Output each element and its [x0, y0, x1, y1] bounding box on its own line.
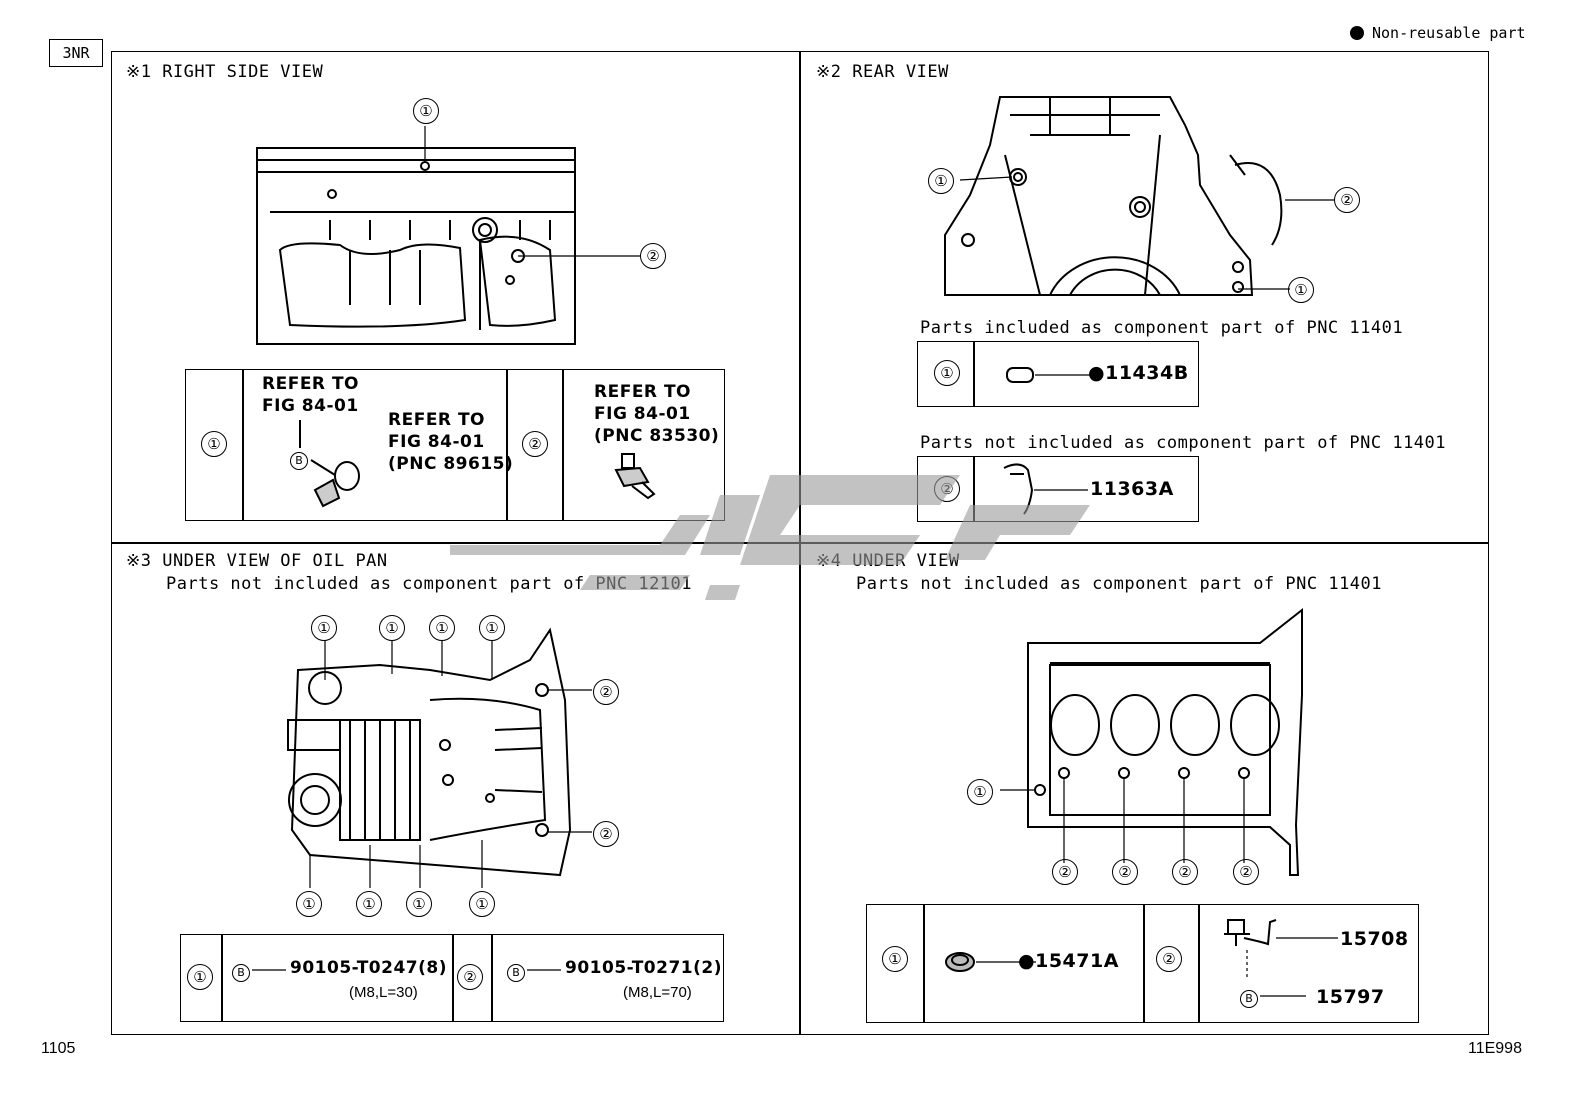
- panel3-bolts-table: [180, 934, 724, 1022]
- callout-2: ②: [1334, 187, 1360, 213]
- bolt-b-icon: B: [507, 964, 525, 982]
- table-num-2: ②: [1156, 946, 1182, 972]
- table-num-1: ①: [187, 964, 213, 990]
- watermark-logo: [450, 475, 1090, 600]
- oil-pan-drawing: [287, 627, 592, 888]
- callout-1: ①: [928, 168, 954, 194]
- panel2-note-included: Parts included as component part of PNC …: [920, 318, 1404, 338]
- block-under-view-drawing: [1000, 607, 1303, 876]
- table-num-1: ①: [882, 946, 908, 972]
- bolt-spec: (M8,L=30): [349, 984, 418, 1001]
- panel1-title: ※1 RIGHT SIDE VIEW: [126, 62, 324, 82]
- panel3-title: ※3 UNDER VIEW OF OIL PAN: [126, 551, 388, 571]
- panel3-note: Parts not included as component part of …: [166, 574, 693, 594]
- panel2-note-not-included: Parts not included as component part of …: [920, 433, 1447, 453]
- rear-view-drawing: [944, 96, 1335, 296]
- part-number-90105-T0271: 90105-T0271(2): [565, 958, 722, 978]
- sensor-part-drawing: [299, 420, 360, 508]
- part-number-15708: 15708: [1340, 928, 1409, 950]
- callout-1: ①: [356, 891, 382, 917]
- legend-label: Non-reusable part: [1372, 24, 1526, 42]
- oil-jet-part-drawing: [1224, 919, 1338, 980]
- refer-to-label: REFER TO: [388, 410, 485, 430]
- callout-1: ①: [469, 891, 495, 917]
- callout-2: ②: [640, 243, 666, 269]
- panel1-parts-table: [185, 369, 725, 521]
- callout-1: ①: [413, 98, 439, 124]
- non-reusable-dot-icon: ●: [1018, 950, 1036, 972]
- leader-line: [527, 969, 561, 971]
- refer-fig-label: FIG 84-01: [594, 404, 691, 424]
- callout-1: ①: [967, 779, 993, 805]
- refer-to-label: REFER TO: [262, 374, 359, 394]
- panel2-row1-table: [917, 341, 1199, 407]
- part-number-15797: 15797: [1316, 986, 1385, 1008]
- part-number-11363A: 11363A: [1090, 478, 1174, 500]
- table-num-1: ①: [201, 431, 227, 457]
- legend: Non-reusable part: [1350, 24, 1526, 42]
- callout-1: ①: [1288, 277, 1314, 303]
- page-number: 1105: [41, 1040, 76, 1057]
- pressure-switch-drawing: [614, 453, 656, 500]
- table-num-2: ②: [457, 964, 483, 990]
- non-reusable-dot-icon: [1350, 26, 1364, 40]
- leader-line: [252, 969, 286, 971]
- callout-2: ②: [1233, 859, 1259, 885]
- callout-1: ①: [406, 891, 432, 917]
- bolt-b-icon: B: [232, 964, 250, 982]
- bolt-b-icon: B: [1240, 990, 1258, 1008]
- right-side-view-drawing: [256, 126, 640, 345]
- part-number-90105-T0247: 90105-T0247(8): [290, 958, 447, 978]
- plug-part-drawing: [945, 952, 1036, 972]
- part-number-11434B: 11434B: [1105, 362, 1189, 384]
- callout-1: ①: [296, 891, 322, 917]
- pin-part-drawing: [1006, 367, 1091, 383]
- refer-pnc-label: (PNC 89615): [388, 454, 514, 474]
- callout-1: ①: [379, 615, 405, 641]
- non-reusable-dot-icon: ●: [1088, 362, 1106, 384]
- engine-code-tag: 3NR: [49, 39, 103, 67]
- refer-to-label: REFER TO: [594, 382, 691, 402]
- callout-1: ①: [311, 615, 337, 641]
- callout-2: ②: [1112, 859, 1138, 885]
- bolt-spec: (M8,L=70): [623, 984, 692, 1001]
- refer-fig-label: FIG 84-01: [262, 396, 359, 416]
- bolt-b-icon: B: [290, 452, 308, 470]
- panel2-title: ※2 REAR VIEW: [816, 62, 949, 82]
- callout-2: ②: [593, 679, 619, 705]
- part-number: ●15471A: [1018, 950, 1119, 972]
- refer-fig-label: FIG 84-01: [388, 432, 485, 452]
- table-num-2: ②: [522, 431, 548, 457]
- figure-code: 11E998: [1468, 1040, 1522, 1057]
- panel4-note: Parts not included as component part of …: [856, 574, 1383, 594]
- panel4-parts-table: [866, 904, 1419, 1023]
- leader-line: [1260, 995, 1306, 997]
- table-num-1: ①: [934, 360, 960, 386]
- callout-2: ②: [1172, 859, 1198, 885]
- part-number-15471A: 15471A: [1035, 950, 1119, 972]
- callout-2: ②: [593, 821, 619, 847]
- callout-2: ②: [1052, 859, 1078, 885]
- refer-pnc-label: (PNC 83530): [594, 426, 720, 446]
- part-number: ●11434B: [1088, 362, 1189, 384]
